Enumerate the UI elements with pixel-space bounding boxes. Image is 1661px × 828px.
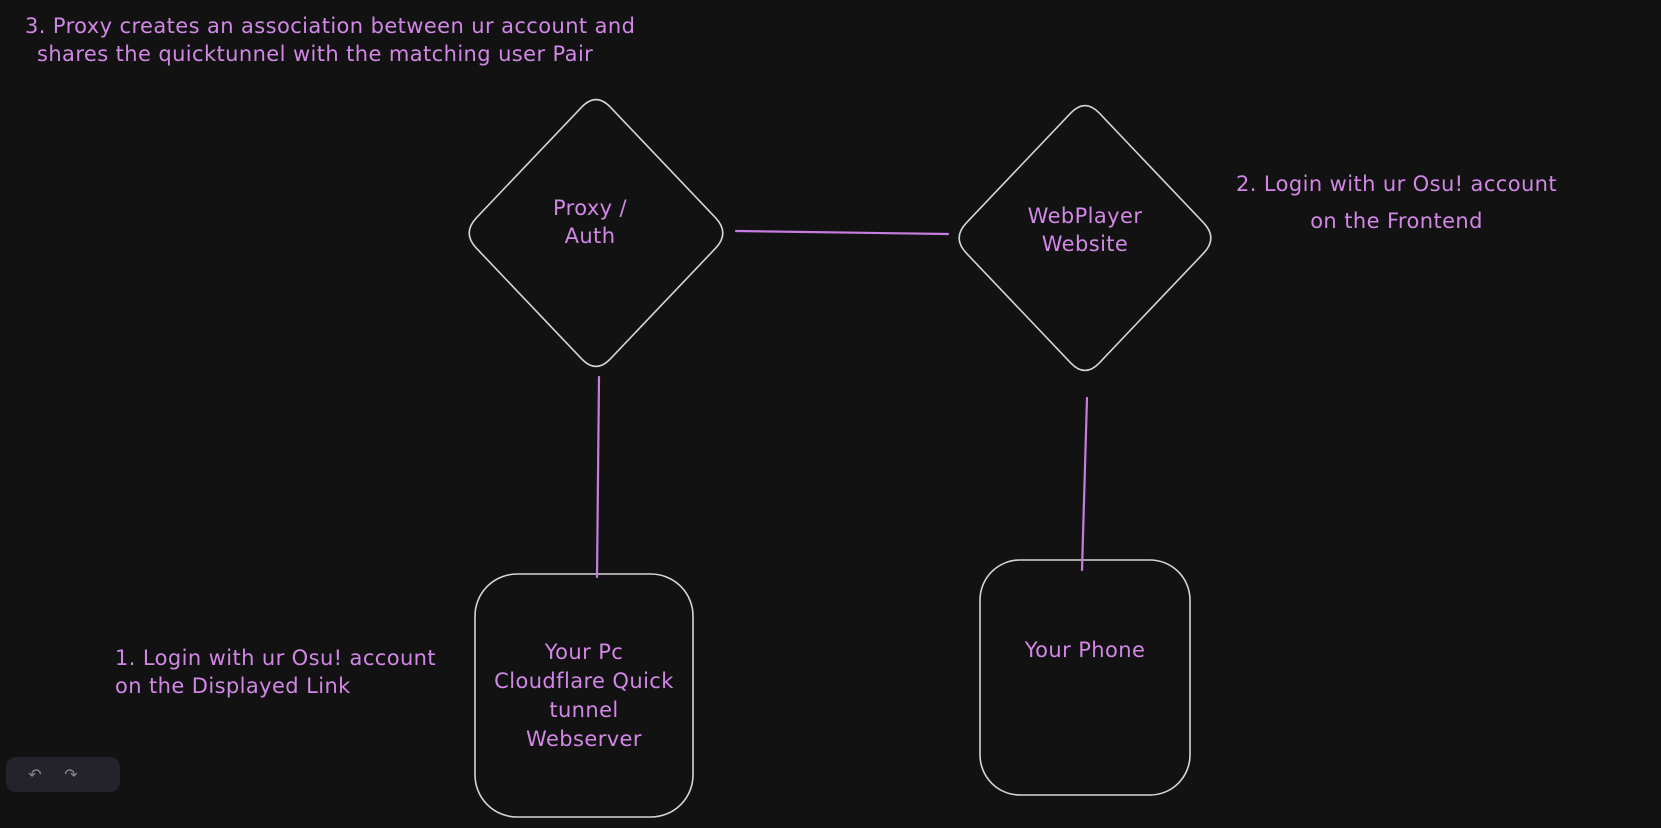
proxy-auth-label-line-2: Auth — [564, 224, 616, 248]
pc-webserver-label[interactable]: Your Pc Cloudflare Quick tunnel Webserve… — [494, 638, 674, 754]
redo-icon: ↷ — [64, 765, 78, 784]
connector-proxy-webplayer[interactable] — [734, 229, 950, 236]
annotation-step-3[interactable]: 3. Proxy creates an association between … — [25, 12, 635, 68]
annotation-step-2[interactable]: 2. Login with ur Osu! account on the Fro… — [1236, 166, 1557, 240]
pc-webserver-label-line-2: Cloudflare Quick — [494, 669, 674, 693]
annotation-step-2-line-1: 2. Login with ur Osu! account — [1236, 172, 1558, 196]
pc-webserver-label-line-1: Your Pc — [544, 640, 624, 664]
undo-icon: ↶ — [28, 765, 42, 784]
connector-webplayer-phone[interactable] — [1080, 396, 1089, 572]
phone-rect[interactable] — [979, 559, 1191, 796]
proxy-auth-label[interactable]: Proxy / Auth — [553, 194, 627, 250]
webplayer-label[interactable]: WebPlayer Website — [1028, 202, 1143, 258]
annotation-step-3-line-1: 3. Proxy creates an association between … — [25, 14, 636, 38]
proxy-auth-diamond[interactable] — [468, 98, 724, 368]
annotation-step-2-line-2: on the Frontend — [1310, 209, 1483, 233]
phone-label-text: Your Phone — [1024, 638, 1146, 662]
annotation-step-1-line-1: 1. Login with ur Osu! account — [115, 646, 437, 670]
annotation-step-1-line-2: on the Displayed Link — [115, 674, 351, 698]
pc-webserver-rect[interactable] — [474, 573, 694, 818]
undo-button[interactable]: ↶ — [20, 760, 50, 790]
undo-redo-toolbar: ↶ ↷ — [6, 757, 120, 792]
annotation-step-1[interactable]: 1. Login with ur Osu! account on the Dis… — [115, 644, 436, 700]
phone-label[interactable]: Your Phone — [1025, 636, 1146, 664]
webplayer-diamond[interactable] — [958, 104, 1212, 372]
connector-proxy-pc[interactable] — [595, 375, 601, 579]
annotation-step-3-line-2: shares the quicktunnel with the matching… — [37, 42, 594, 66]
webplayer-label-line-2: Website — [1041, 232, 1129, 256]
pc-webserver-label-line-3: tunnel — [549, 698, 619, 722]
webplayer-label-line-1: WebPlayer — [1027, 204, 1143, 228]
redo-button[interactable]: ↷ — [56, 760, 86, 790]
pc-webserver-label-line-4: Webserver — [526, 727, 642, 751]
proxy-auth-label-line-1: Proxy / — [552, 196, 628, 220]
